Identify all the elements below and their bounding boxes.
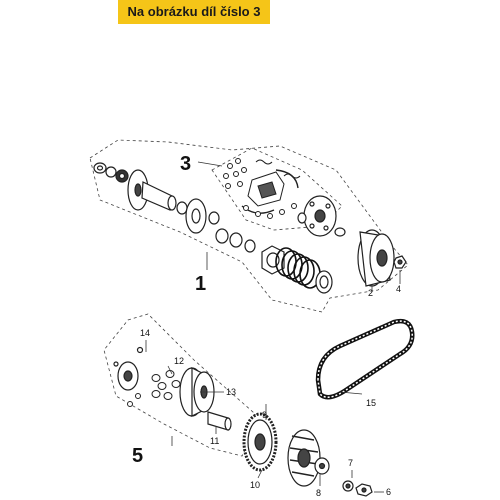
torque-spring [275,247,321,289]
callout-5: 5 [132,445,143,467]
callout-2: 2 [368,288,373,298]
clutch-backplate [297,195,346,237]
driven-pulley-face [127,169,177,211]
variator-bushing [207,411,232,431]
movable-pulley-half [176,198,220,234]
callout-10: 10 [250,480,260,490]
fixed-pulley-fan [287,429,321,487]
callout-8: 8 [316,488,321,498]
callout-11: 11 [210,436,219,446]
assembly-5-outline [103,313,263,457]
callout-7: 7 [348,458,353,468]
starter-gear [242,412,278,472]
clutch-weights-and-springs [223,158,301,219]
variator-rollers [127,370,181,407]
drive-belt [315,318,415,400]
washer-row [215,228,256,253]
callout-9: 9 [262,410,267,420]
callout-1: 1 [195,273,206,295]
callout-15: 15 [366,398,376,408]
clutch-bell [357,229,395,287]
callout-13: 13 [226,387,236,397]
callout-12: 12 [174,356,184,366]
assembly-1-outline [89,139,409,313]
leader-lines-upper [197,161,401,292]
seal-rings-left [93,162,129,183]
clutch-nut [393,255,407,269]
leader-lines-lower [145,340,384,493]
pulley-nut-and-washer [314,457,373,497]
callout-6: 6 [386,487,391,497]
callout-14: 14 [140,328,150,338]
spring-seat [315,270,333,294]
callout-4: 4 [396,284,401,294]
highlight-banner: Na obrázku díl číslo 3 [118,0,270,24]
ramp-plate [113,346,144,391]
callout-3: 3 [180,153,191,175]
